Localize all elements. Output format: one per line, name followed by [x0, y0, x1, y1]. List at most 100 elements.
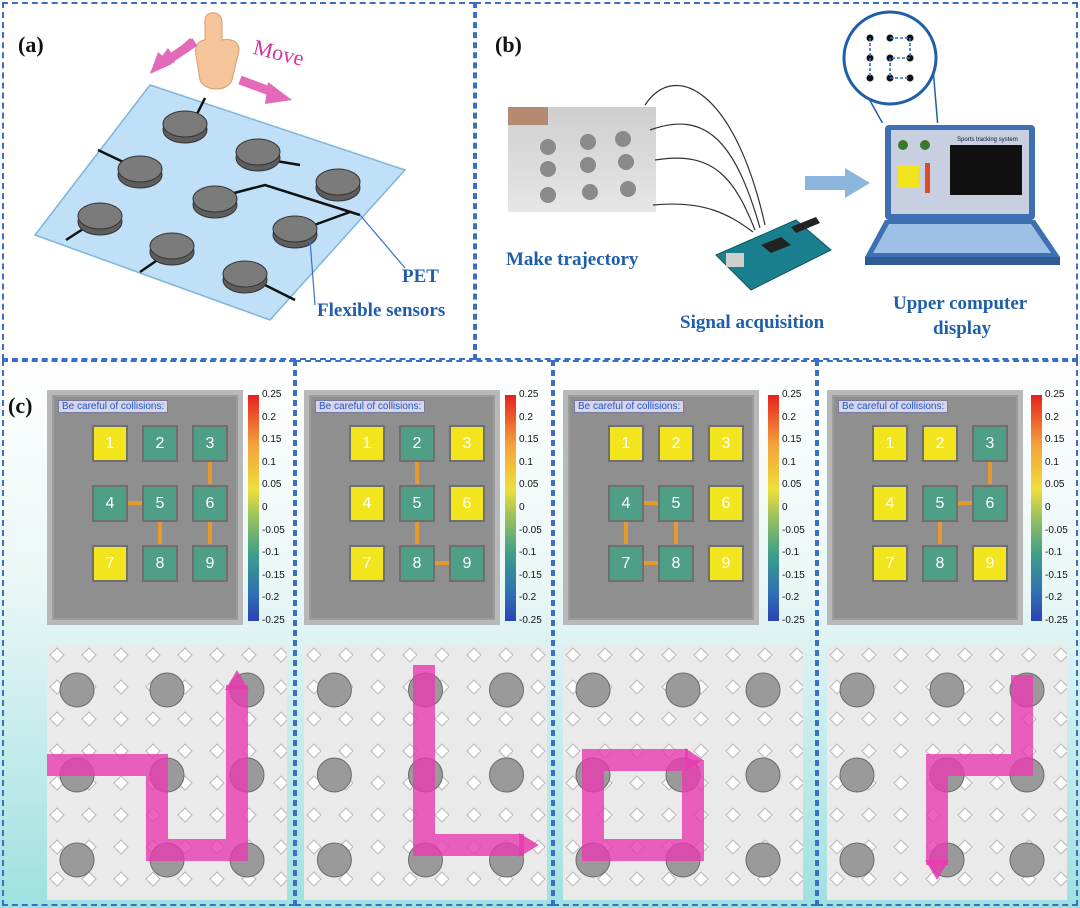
- grid-link: [208, 522, 212, 544]
- panel-c-frame-2: [295, 360, 553, 906]
- laptop-icon: [865, 125, 1060, 265]
- upper-computer-label-line1: Upper computer: [893, 293, 1028, 314]
- colorbar-tick: 0.05: [262, 479, 282, 491]
- grid-link: [674, 522, 678, 544]
- sensor-cell-4: 4: [608, 485, 644, 522]
- colorbar: [768, 395, 779, 621]
- colorbar-tick: 0.25: [519, 389, 539, 400]
- colorbar-tick: -0.1: [782, 547, 800, 559]
- sensor-cell-5: 5: [142, 485, 178, 522]
- colorbar-tick: -0.25: [1045, 615, 1068, 626]
- sensor-cell-8: 8: [658, 545, 694, 582]
- sensor-cell-7: 7: [349, 545, 385, 582]
- upper-computer-label-line2: display: [933, 318, 992, 339]
- sensor-cell-9: 9: [708, 545, 744, 582]
- flexible-sensors-label: Flexible sensors: [317, 300, 446, 321]
- sensor-cell-3: 3: [708, 425, 744, 462]
- panel-c-frame-4: [817, 360, 1078, 906]
- finger-icon: [195, 12, 240, 90]
- sensor-cell-8: 8: [399, 545, 435, 582]
- pet-sheet-illustration: [33, 12, 407, 321]
- sensor-cell-6: 6: [972, 485, 1008, 522]
- arduino-board-icon: [715, 217, 832, 291]
- colorbar-tick: 0: [782, 502, 788, 513]
- sensor-cell-8: 8: [142, 545, 178, 582]
- colorbar-tick: 0.1: [1045, 456, 1059, 468]
- sensor-cell-2: 2: [142, 425, 178, 462]
- colorbar-tick: -0.15: [782, 569, 805, 581]
- sensor-cell-7: 7: [872, 545, 908, 582]
- sensor-cell-4: 4: [92, 485, 128, 522]
- sensor-cell-1: 1: [92, 425, 128, 462]
- trajectory-photo: [47, 645, 287, 900]
- colorbar-tick: -0.1: [262, 547, 280, 559]
- signal-wires: [644, 84, 766, 233]
- grid-title: Be careful of collisions:: [315, 400, 426, 413]
- grid-link: [938, 522, 942, 544]
- screen-title: Sports tracking system: [957, 137, 1018, 143]
- grid-link: [988, 462, 992, 484]
- sensor-cell-7: 7: [92, 545, 128, 582]
- sensor-cell-9: 9: [192, 545, 228, 582]
- trajectory-photo: [563, 645, 803, 900]
- grid-link: [958, 501, 972, 505]
- colorbar-tick: 0.2: [519, 411, 533, 423]
- panel-b-frame: [475, 2, 1078, 360]
- sensor-cell-1: 1: [608, 425, 644, 462]
- colorbar-tick: 0.05: [519, 479, 539, 491]
- colorbar: [248, 395, 259, 621]
- colorbar-tick: -0.15: [262, 569, 285, 581]
- right-arrow-icon: [805, 168, 870, 198]
- colorbar-tick: 0.25: [782, 389, 802, 400]
- colorbar-tick: -0.1: [519, 547, 537, 559]
- colorbar-tick: 0.1: [782, 456, 796, 468]
- colorbar-tick: -0.05: [782, 524, 805, 536]
- colorbar-tick: -0.2: [782, 592, 800, 604]
- grid-link: [624, 522, 628, 544]
- colorbar-tick: 0.05: [782, 479, 802, 491]
- colorbar-tick: 0.25: [1045, 389, 1065, 400]
- grid-link: [208, 462, 212, 484]
- colorbar-tick: -0.2: [519, 592, 537, 604]
- grid-link: [415, 522, 419, 544]
- colorbar-tick: -0.05: [262, 524, 285, 536]
- trajectory-photo: [508, 107, 656, 212]
- signal-acquisition-label: Signal acquisition: [680, 312, 825, 333]
- colorbar-tick: 0: [519, 502, 525, 513]
- zoom-trajectory-icon: [842, 10, 939, 123]
- sensor-cell-7: 7: [608, 545, 644, 582]
- colorbar: [1031, 395, 1042, 621]
- sensor-cell-6: 6: [708, 485, 744, 522]
- trajectory-photo: [304, 645, 547, 900]
- sensor-cell-5: 5: [399, 485, 435, 522]
- colorbar-tick: 0: [262, 502, 268, 513]
- colorbar: [505, 395, 516, 621]
- colorbar-tick: 0.25: [262, 389, 282, 400]
- sensor-cell-2: 2: [922, 425, 958, 462]
- sensor-cell-1: 1: [872, 425, 908, 462]
- sensor-cell-9: 9: [972, 545, 1008, 582]
- sensor-cell-4: 4: [872, 485, 908, 522]
- grid-link: [128, 501, 142, 505]
- sensor-cell-5: 5: [922, 485, 958, 522]
- panel-b-label: (b): [495, 32, 522, 57]
- sensor-cell-1: 1: [349, 425, 385, 462]
- sensor-cell-3: 3: [972, 425, 1008, 462]
- colorbar-tick: 0.2: [262, 411, 276, 423]
- grid-title: Be careful of collisions:: [574, 400, 685, 413]
- grid-link: [158, 522, 162, 544]
- colorbar-tick: 0.2: [782, 411, 796, 423]
- trajectory-photo: [827, 645, 1067, 900]
- grid-link: [435, 561, 449, 565]
- make-trajectory-label: Make trajectory: [506, 249, 639, 270]
- sensor-cell-5: 5: [658, 485, 694, 522]
- colorbar-tick: 0.1: [519, 456, 533, 468]
- colorbar-tick: -0.2: [262, 592, 280, 604]
- grid-link: [415, 462, 419, 484]
- sensor-cell-6: 6: [192, 485, 228, 522]
- grid-title: Be careful of collisions:: [838, 400, 949, 413]
- sensor-cell-3: 3: [192, 425, 228, 462]
- colorbar-tick: 0.2: [1045, 411, 1059, 423]
